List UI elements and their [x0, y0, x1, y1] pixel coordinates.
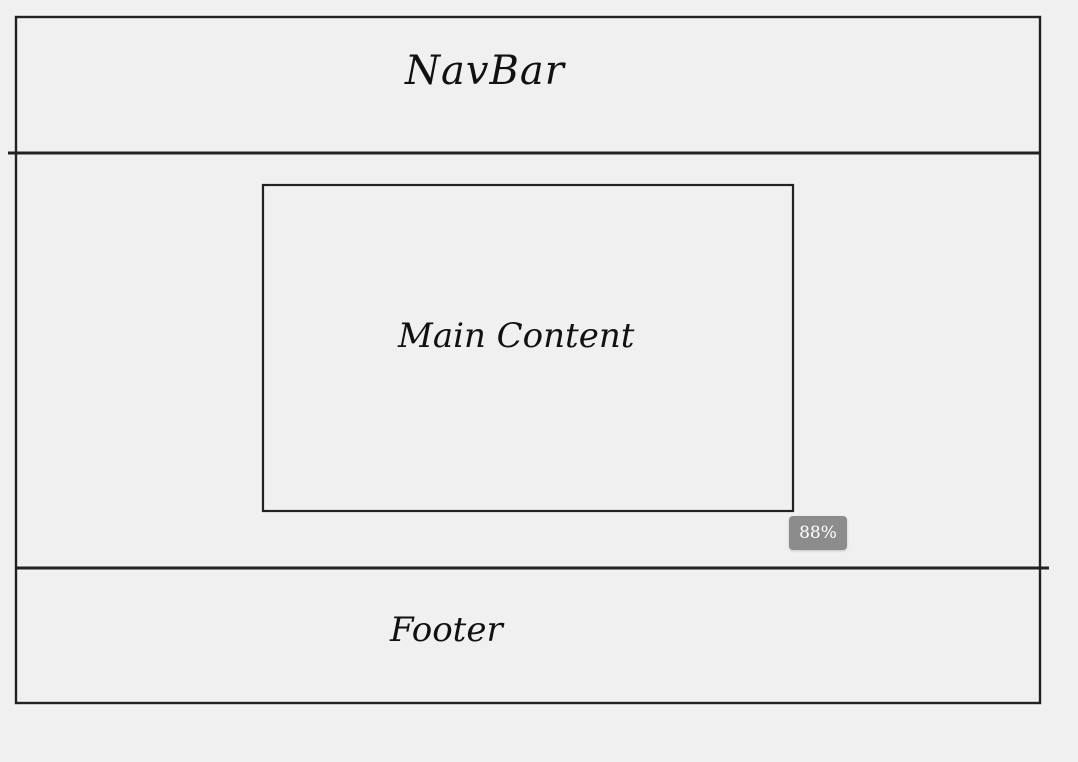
page-outline [14, 15, 1042, 705]
navbar-label: NavBar [405, 48, 565, 94]
zoom-level-badge[interactable]: 88% [789, 516, 847, 550]
main-content-box [261, 183, 795, 513]
main-content-label: Main Content [398, 316, 635, 356]
footer-label: Footer [390, 610, 503, 650]
